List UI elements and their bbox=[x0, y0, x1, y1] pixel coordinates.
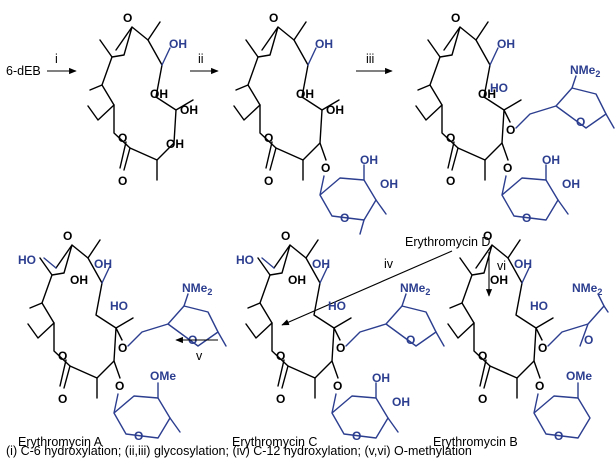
oh-label: OH bbox=[490, 273, 508, 287]
oh-c6-label: OH bbox=[514, 257, 532, 271]
ho-label: HO bbox=[490, 81, 508, 95]
ome-label: OMe bbox=[150, 369, 176, 383]
nme2-label: NMe2 bbox=[400, 281, 430, 297]
ketone-o: O bbox=[269, 11, 278, 25]
start-compound-label: 6-dEB bbox=[6, 64, 41, 78]
oh-c6-label: OH bbox=[497, 37, 515, 51]
nme2-label: NMe2 bbox=[572, 281, 602, 297]
ho-label: HO bbox=[328, 299, 346, 313]
glycoside-o: O bbox=[115, 379, 124, 393]
oh-c6-label: OH bbox=[94, 257, 112, 271]
ketone-o: O bbox=[63, 229, 72, 243]
oh-label: OH bbox=[478, 87, 496, 101]
erythromycin-a-label: Erythromycin A bbox=[18, 435, 103, 449]
ho-label: HO bbox=[110, 299, 128, 313]
intermediate-6-hydroxy: O OH OH OH OH O O bbox=[87, 11, 198, 188]
oh-label: OH bbox=[562, 177, 580, 191]
step-ii-label: ii bbox=[198, 52, 204, 66]
sugar-ring-o: O bbox=[522, 211, 531, 225]
oh-label: OH bbox=[542, 153, 560, 167]
ring-o: O bbox=[478, 349, 487, 363]
oh-label: OH bbox=[392, 395, 410, 409]
erythromycin-b-label: Erythromycin B bbox=[433, 435, 518, 449]
erythromycin-d-structure: O OH OH O O O HO NMe2 O O O OH OH bbox=[415, 11, 615, 225]
erythromycin-b-structure: O OH OH O O O HO NMe2 O O O OMe bbox=[447, 229, 609, 443]
lactone-o: O bbox=[118, 174, 127, 188]
arrow-step-iv bbox=[281, 250, 453, 326]
oh-label: OH bbox=[360, 153, 378, 167]
lactone-o: O bbox=[478, 392, 487, 406]
glycoside-o: O bbox=[118, 341, 127, 355]
glycoside-o: O bbox=[336, 341, 345, 355]
oh-label: OH bbox=[288, 273, 306, 287]
ketone-o: O bbox=[451, 11, 460, 25]
oh-c6-label: OH bbox=[169, 37, 187, 51]
glycoside-o: O bbox=[321, 161, 330, 175]
sugar-ring-o: O bbox=[352, 429, 361, 443]
lactone-o: O bbox=[446, 174, 455, 188]
ho-c12-label: HO bbox=[18, 253, 36, 267]
glycoside-o: O bbox=[333, 379, 342, 393]
oh-label: OH bbox=[70, 273, 88, 287]
ho-c12-label: HO bbox=[236, 253, 254, 267]
ring-o: O bbox=[276, 349, 285, 363]
erythromycin-a-structure: O HO OH OH O O O HO NMe2 O O O OMe bbox=[18, 229, 227, 443]
glycoside-o: O bbox=[503, 161, 512, 175]
sugar-ring-o: O bbox=[406, 333, 415, 347]
oh-label: OH bbox=[372, 371, 390, 385]
oh-label: OH bbox=[150, 87, 168, 101]
ring-o: O bbox=[446, 131, 455, 145]
ring-o: O bbox=[118, 131, 127, 145]
erythromycin-c-structure: O HO OH OH O O O HO NMe2 O O O OH OH bbox=[236, 229, 445, 443]
step-vi-label: vi bbox=[497, 259, 506, 273]
sugar-ring-o: O bbox=[576, 115, 585, 129]
oh-label: OH bbox=[166, 137, 184, 151]
step-i-label: i bbox=[55, 52, 58, 66]
lactone-o: O bbox=[276, 392, 285, 406]
scheme-caption: (i) C-6 hydroxylation; (ii,iii) glycosyl… bbox=[6, 444, 472, 458]
step-iv-label: iv bbox=[384, 257, 394, 271]
ho-label: HO bbox=[530, 299, 548, 313]
sugar-ring-o: O bbox=[340, 211, 349, 225]
oh-label: OH bbox=[296, 87, 314, 101]
oh-c6-label: OH bbox=[312, 257, 330, 271]
ring-o: O bbox=[58, 349, 67, 363]
lactone-o: O bbox=[58, 392, 67, 406]
sugar-ring-o: O bbox=[584, 333, 593, 347]
oh-c6-label: OH bbox=[315, 37, 333, 51]
nme2-label: NMe2 bbox=[182, 281, 212, 297]
ketone-o: O bbox=[281, 229, 290, 243]
ketone-o: O bbox=[123, 11, 132, 25]
oh-label: OH bbox=[380, 177, 398, 191]
step-iii-label: iii bbox=[366, 52, 374, 66]
ketone-o: O bbox=[483, 229, 492, 243]
glycoside-o: O bbox=[535, 379, 544, 393]
oh-label: OH bbox=[180, 103, 198, 117]
step-v-label: v bbox=[196, 349, 203, 363]
intermediate-3-mycarosyl: O OH OH OH O O O O OH OH bbox=[233, 11, 398, 235]
ome-label: OMe bbox=[566, 369, 592, 383]
glycoside-o: O bbox=[538, 341, 547, 355]
ring-o: O bbox=[264, 131, 273, 145]
erythromycin-d-label: Erythromycin D bbox=[405, 235, 490, 249]
lactone-o: O bbox=[264, 174, 273, 188]
glycoside-o: O bbox=[506, 123, 515, 137]
oh-label: OH bbox=[326, 103, 344, 117]
sugar-ring-o: O bbox=[554, 429, 563, 443]
nme2-label: NMe2 bbox=[570, 63, 600, 79]
sugar-ring-o: O bbox=[134, 429, 143, 443]
erythromycin-c-label: Erythromycin C bbox=[232, 435, 317, 449]
